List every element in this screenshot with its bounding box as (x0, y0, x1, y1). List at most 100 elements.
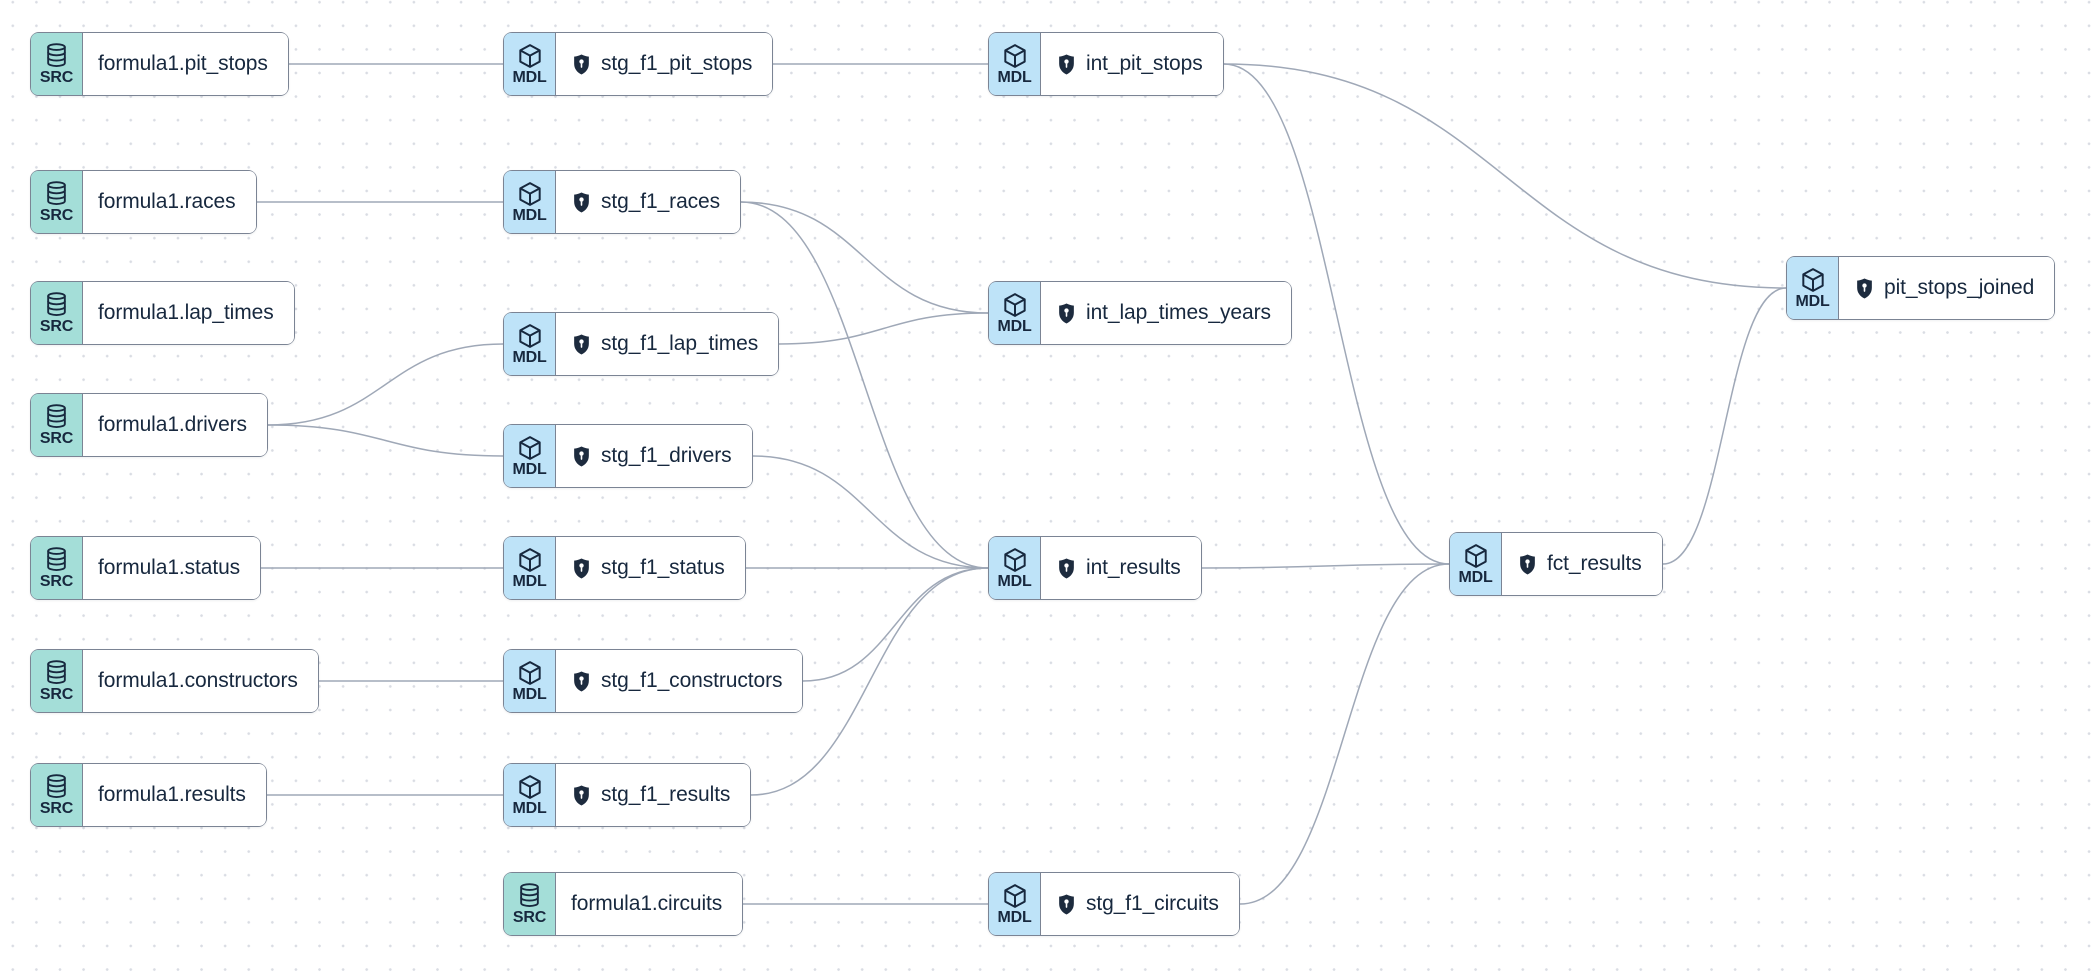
node-label: formula1.circuits (571, 892, 723, 915)
lineage-node-stg_f1_constructors[interactable]: MDL stg_f1_constructors (503, 649, 804, 713)
node-kind-label: MDL (512, 686, 547, 704)
database-icon (517, 882, 542, 909)
model-badge: MDL (504, 537, 556, 599)
node-kind-label: MDL (997, 573, 1032, 591)
cube-icon (516, 42, 544, 69)
source-badge: SRC (504, 873, 556, 935)
cube-icon (1001, 546, 1029, 573)
source-badge: SRC (31, 282, 83, 344)
cube-icon (516, 659, 544, 686)
cube-icon (1799, 266, 1827, 293)
cube-icon (1001, 42, 1029, 69)
node-kind-label: SRC (39, 69, 74, 87)
node-label: stg_f1_constructors (601, 669, 783, 692)
shield-icon (571, 670, 592, 693)
lineage-node-formula1.lap_times[interactable]: SRC formula1.lap_times (30, 281, 295, 345)
lineage-node-stg_f1_status[interactable]: MDL stg_f1_status (503, 536, 746, 600)
shield-icon (571, 557, 592, 580)
node-label-section: int_results (1041, 537, 1201, 599)
model-badge: MDL (504, 650, 556, 712)
lineage-node-formula1.circuits[interactable]: SRC formula1.circuits (503, 872, 744, 936)
database-icon (44, 773, 69, 800)
node-label: fct_results (1547, 552, 1642, 575)
node-label: int_pit_stops (1086, 52, 1203, 75)
database-icon (44, 42, 69, 69)
shield-icon (1056, 893, 1077, 916)
lineage-node-stg_f1_circuits[interactable]: MDL stg_f1_circuits (988, 872, 1240, 936)
node-kind-label: MDL (1795, 293, 1830, 311)
lineage-node-fct_results[interactable]: MDL fct_results (1449, 532, 1663, 596)
node-kind-label: MDL (997, 909, 1032, 927)
lineage-node-int_results[interactable]: MDL int_results (988, 536, 1202, 600)
node-label: stg_f1_drivers (601, 444, 732, 467)
node-kind-label: SRC (39, 430, 74, 448)
node-kind-label: SRC (39, 318, 74, 336)
cube-icon (1001, 882, 1029, 909)
cube-icon (1462, 542, 1490, 569)
shield-icon (571, 445, 592, 468)
node-label-section: formula1.constructors (83, 650, 318, 712)
database-icon (44, 659, 69, 686)
node-label: stg_f1_status (601, 556, 725, 579)
node-label: stg_f1_lap_times (601, 332, 759, 355)
model-badge: MDL (504, 33, 556, 95)
node-label: stg_f1_races (601, 190, 721, 213)
node-label-section: stg_f1_status (556, 537, 745, 599)
node-label-section: formula1.pit_stops (83, 33, 288, 95)
database-icon (44, 291, 69, 318)
cube-icon (516, 322, 544, 349)
cube-icon (516, 434, 544, 461)
node-label-section: stg_f1_pit_stops (556, 33, 773, 95)
node-kind-label: MDL (512, 207, 547, 225)
edge-stg_f1_circuits-to-fct_results (1239, 563, 1450, 905)
edge-int_pit_stops-to-fct_results (1223, 63, 1450, 565)
edge-int_pit_stops-to-pit_stops_joined (1223, 63, 1787, 289)
node-label-section: formula1.results (83, 764, 266, 826)
model-badge: MDL (504, 764, 556, 826)
node-kind-label: SRC (512, 909, 547, 927)
lineage-node-formula1.pit_stops[interactable]: SRC formula1.pit_stops (30, 32, 289, 96)
edge-stg_f1_constructors-to-int_results (802, 567, 989, 682)
source-badge: SRC (31, 33, 83, 95)
shield-icon (571, 191, 592, 214)
lineage-node-stg_f1_races[interactable]: MDL stg_f1_races (503, 170, 742, 234)
edge-stg_f1_results-to-int_results (750, 567, 989, 796)
node-label: int_results (1086, 556, 1181, 579)
database-icon (44, 403, 69, 430)
node-label-section: formula1.status (83, 537, 261, 599)
node-label-section: formula1.lap_times (83, 282, 294, 344)
node-label: formula1.pit_stops (98, 52, 268, 75)
node-label: formula1.lap_times (98, 301, 274, 324)
node-label: stg_f1_results (601, 783, 731, 806)
shield-icon (571, 784, 592, 807)
source-badge: SRC (31, 650, 83, 712)
node-label: stg_f1_circuits (1086, 892, 1219, 915)
lineage-node-stg_f1_results[interactable]: MDL stg_f1_results (503, 763, 752, 827)
cube-icon (1001, 291, 1029, 318)
model-badge: MDL (1450, 533, 1502, 595)
node-label: formula1.results (98, 783, 246, 806)
node-label-section: formula1.races (83, 171, 256, 233)
shield-icon (1854, 277, 1875, 300)
node-label-section: stg_f1_drivers (556, 425, 752, 487)
shield-icon (571, 53, 592, 76)
node-label-section: stg_f1_results (556, 764, 751, 826)
edge-int_results-to-fct_results (1201, 563, 1450, 569)
shield-icon (1056, 53, 1077, 76)
node-label-section: stg_f1_circuits (1041, 873, 1239, 935)
node-kind-label: MDL (512, 573, 547, 591)
